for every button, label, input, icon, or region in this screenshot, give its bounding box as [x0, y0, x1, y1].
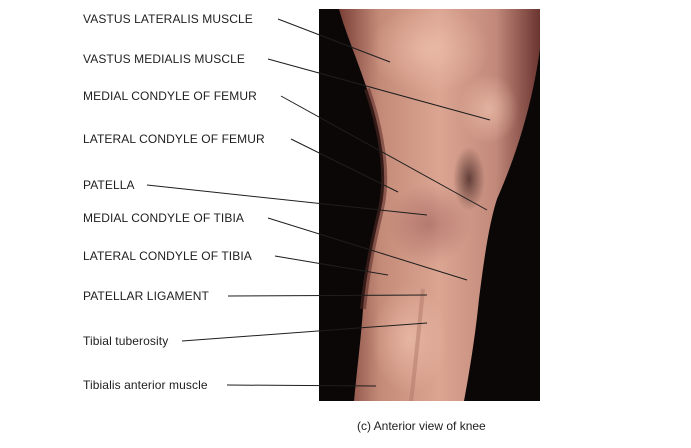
label-lateral-condyle-tibia: LATERAL CONDYLE OF TIBIA — [83, 249, 252, 263]
label-tibialis-anterior: Tibialis anterior muscle — [83, 378, 208, 392]
label-patellar-ligament: PATELLAR LIGAMENT — [83, 289, 209, 303]
label-lateral-condyle-femur: LATERAL CONDYLE OF FEMUR — [83, 132, 265, 146]
label-medial-condyle-tibia: MEDIAL CONDYLE OF TIBIA — [83, 211, 245, 225]
figure-caption: (c) Anterior view of knee — [357, 419, 486, 433]
knee-photograph — [319, 9, 540, 401]
label-tibial-tuberosity: Tibial tuberosity — [83, 334, 169, 348]
label-vastus-medialis: VASTUS MEDIALIS MUSCLE — [83, 52, 246, 66]
label-vastus-lateralis: VASTUS LATERALIS MUSCLE — [83, 12, 253, 26]
label-patella: PATELLA — [83, 178, 135, 192]
label-medial-condyle-femur: MEDIAL CONDYLE OF FEMUR — [83, 89, 257, 103]
